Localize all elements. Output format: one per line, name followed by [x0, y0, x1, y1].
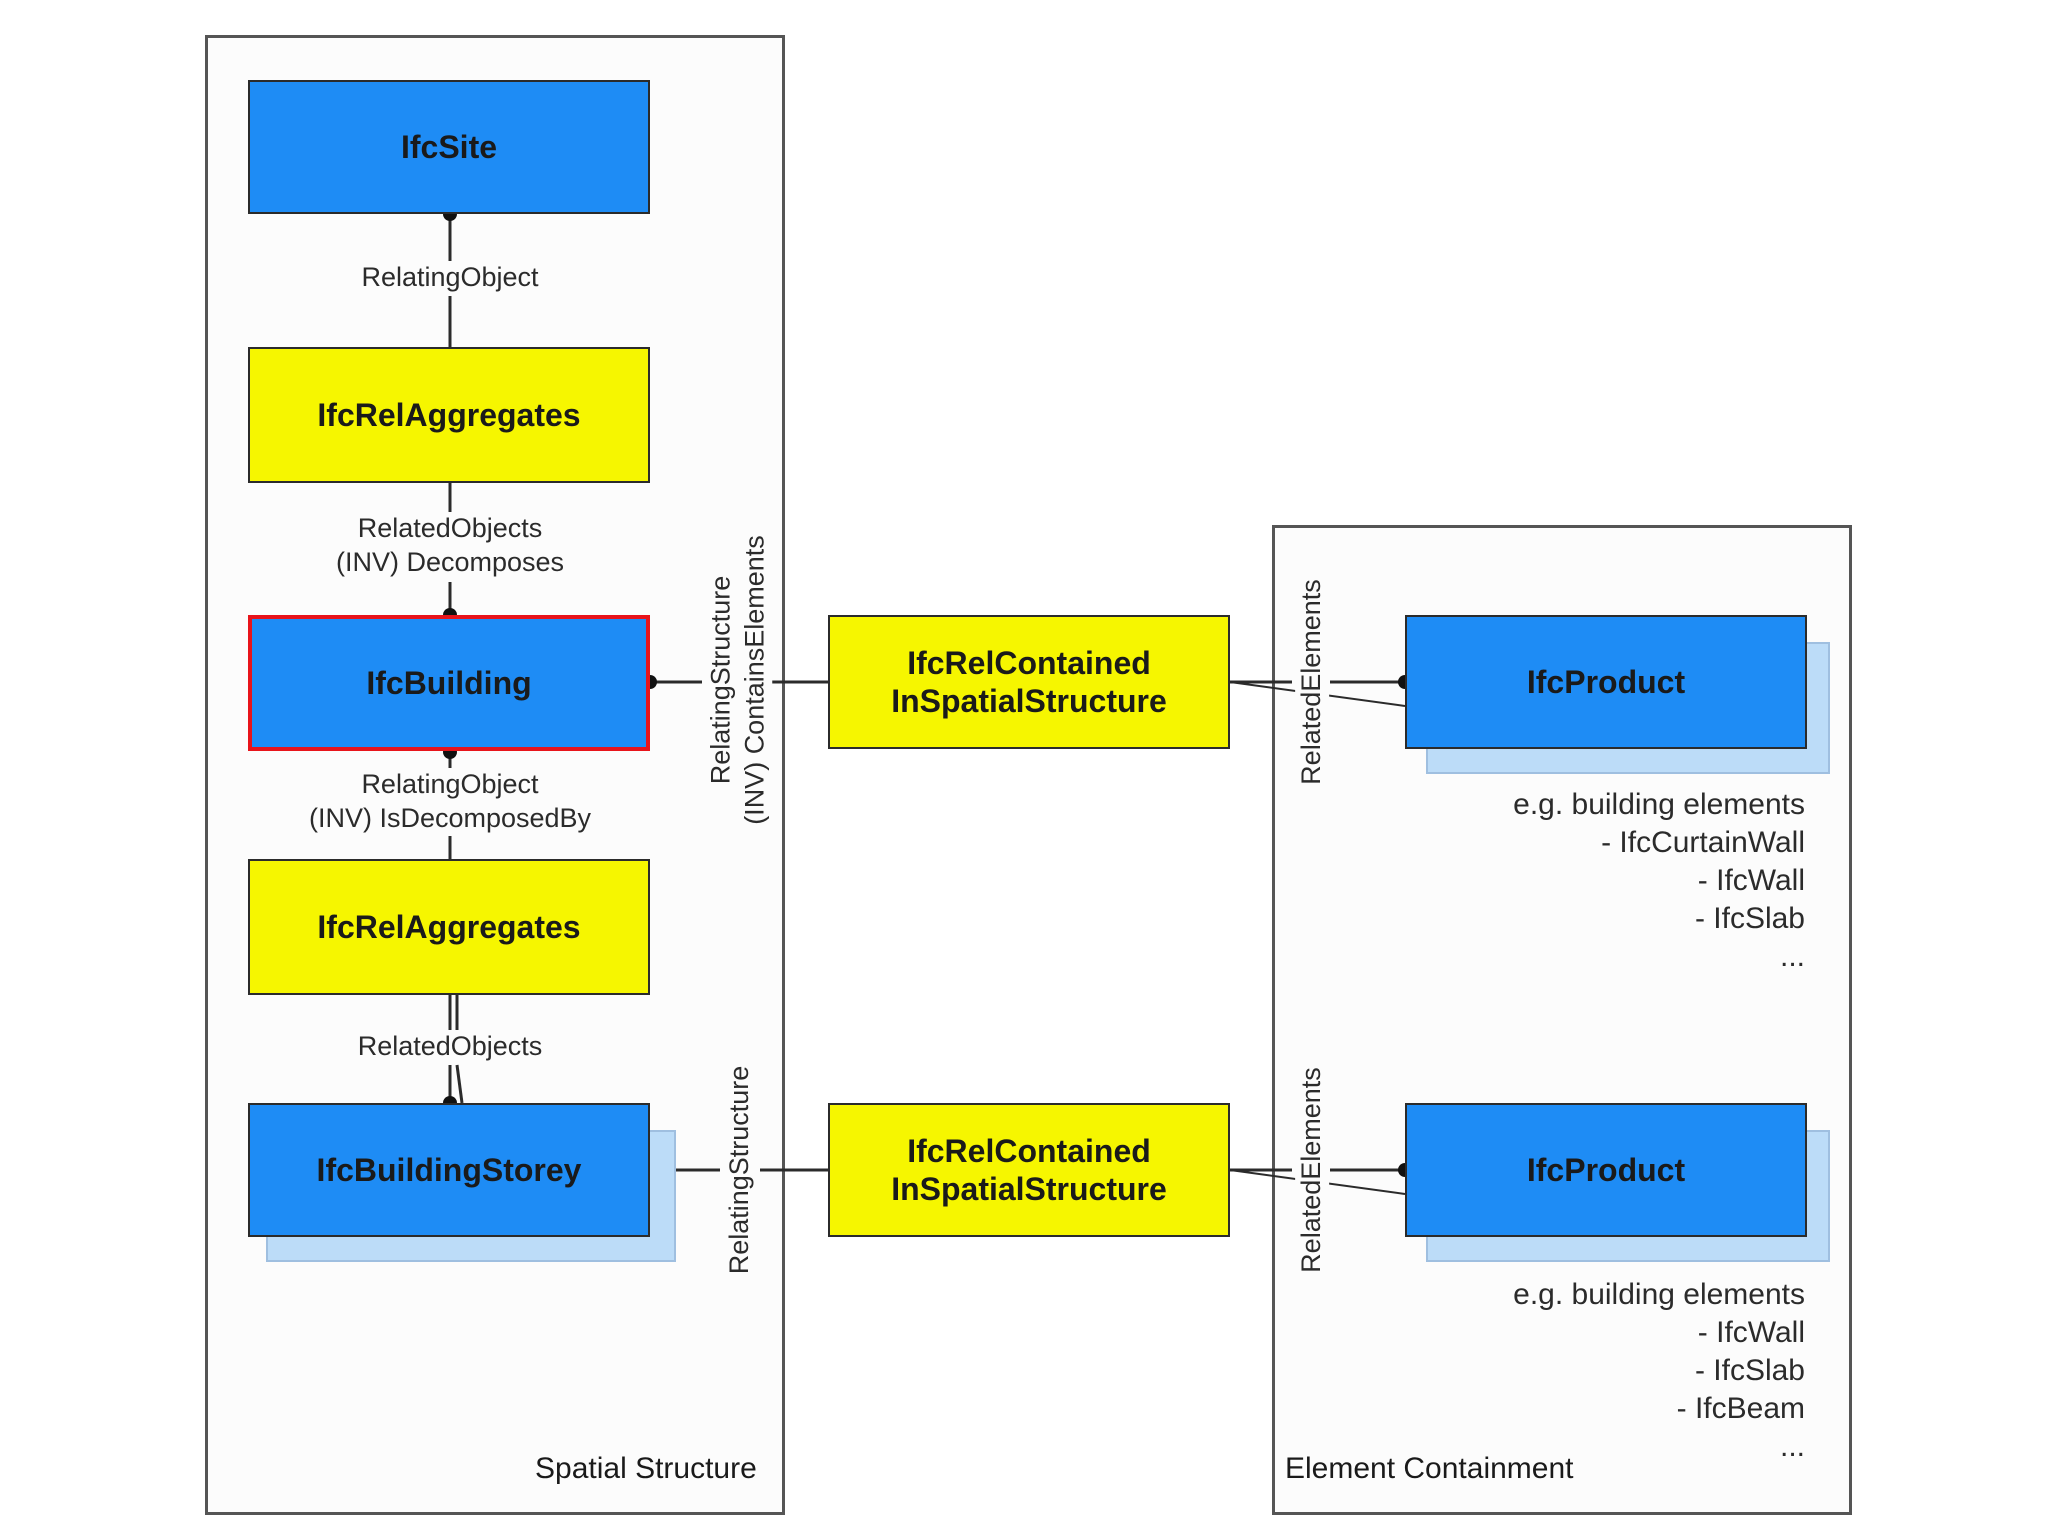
ifc-rel-contained-box-2: IfcRelContained InSpatialStructure	[828, 1103, 1230, 1237]
ifc-rel-aggregates-box-2: IfcRelAggregates	[248, 859, 650, 995]
label-building-agg-line-1: RelatingObject	[361, 769, 539, 799]
rel-contained-2-line-2: InSpatialStructure	[891, 1171, 1167, 1207]
ifc-rel-aggregates-box-1: IfcRelAggregates	[248, 347, 650, 483]
label-agg-building-line-2: (INV) Decomposes	[335, 546, 565, 577]
label-building-rel-line-2: (INV) ContainsElements	[739, 535, 769, 825]
example-2-item: - IfcBeam	[1676, 1392, 1805, 1425]
rel-contained-1-line-2: InSpatialStructure	[891, 683, 1167, 719]
ifc-rel-contained-box-1: IfcRelContained InSpatialStructure	[828, 615, 1230, 749]
examples-list-2: e.g. building elements - IfcWall - IfcSl…	[1513, 1276, 1805, 1466]
example-2-item: ...	[1779, 1430, 1805, 1463]
label-agg-building: RelatedObjects (INV) Decomposes	[335, 512, 565, 580]
examples-list-1: e.g. building elements - IfcCurtainWall …	[1513, 786, 1805, 976]
rel-contained-1-line-1: IfcRelContained	[907, 644, 1151, 681]
example-2-item: e.g. building elements	[1513, 1278, 1805, 1311]
line-agg-storey-parallel-lower	[455, 1064, 464, 1104]
label-building-rel: RelatingStructure (INV) ContainsElements	[704, 535, 772, 825]
ifc-product-box-1: IfcProduct	[1405, 615, 1807, 749]
spatial-structure-label: Spatial Structure	[535, 1452, 757, 1485]
ifc-product-box-2: IfcProduct	[1405, 1103, 1807, 1237]
example-2-item: - IfcWall	[1697, 1316, 1805, 1349]
example-1-item: ...	[1779, 940, 1805, 973]
example-1-item: e.g. building elements	[1513, 788, 1805, 821]
example-1-item: - IfcSlab	[1694, 902, 1805, 935]
ifc-building-box: IfcBuilding	[248, 615, 650, 751]
element-containment-label: Element Containment	[1285, 1452, 1574, 1485]
label-site-agg: RelatingObject	[361, 261, 539, 295]
label-building-rel-line-1: RelatingStructure	[705, 575, 736, 785]
ifc-building-storey-box: IfcBuildingStorey	[248, 1103, 650, 1237]
label-storey-rel: RelatingStructure	[723, 1065, 757, 1275]
label-rel-product-2: RelatedElements	[1295, 1067, 1329, 1273]
ifc-site-box: IfcSite	[248, 80, 650, 214]
rel-contained-2-line-1: IfcRelContained	[907, 1132, 1151, 1169]
label-building-agg: RelatingObject (INV) IsDecomposedBy	[308, 768, 592, 836]
example-1-item: - IfcCurtainWall	[1601, 826, 1805, 859]
label-agg-storey: RelatedObjects	[357, 1030, 543, 1064]
label-rel-product-1: RelatedElements	[1295, 579, 1329, 785]
label-agg-building-line-1: RelatedObjects	[357, 513, 543, 543]
label-building-agg-line-2: (INV) IsDecomposedBy	[308, 802, 592, 833]
example-1-item: - IfcWall	[1697, 864, 1805, 897]
example-2-item: - IfcSlab	[1694, 1354, 1805, 1387]
